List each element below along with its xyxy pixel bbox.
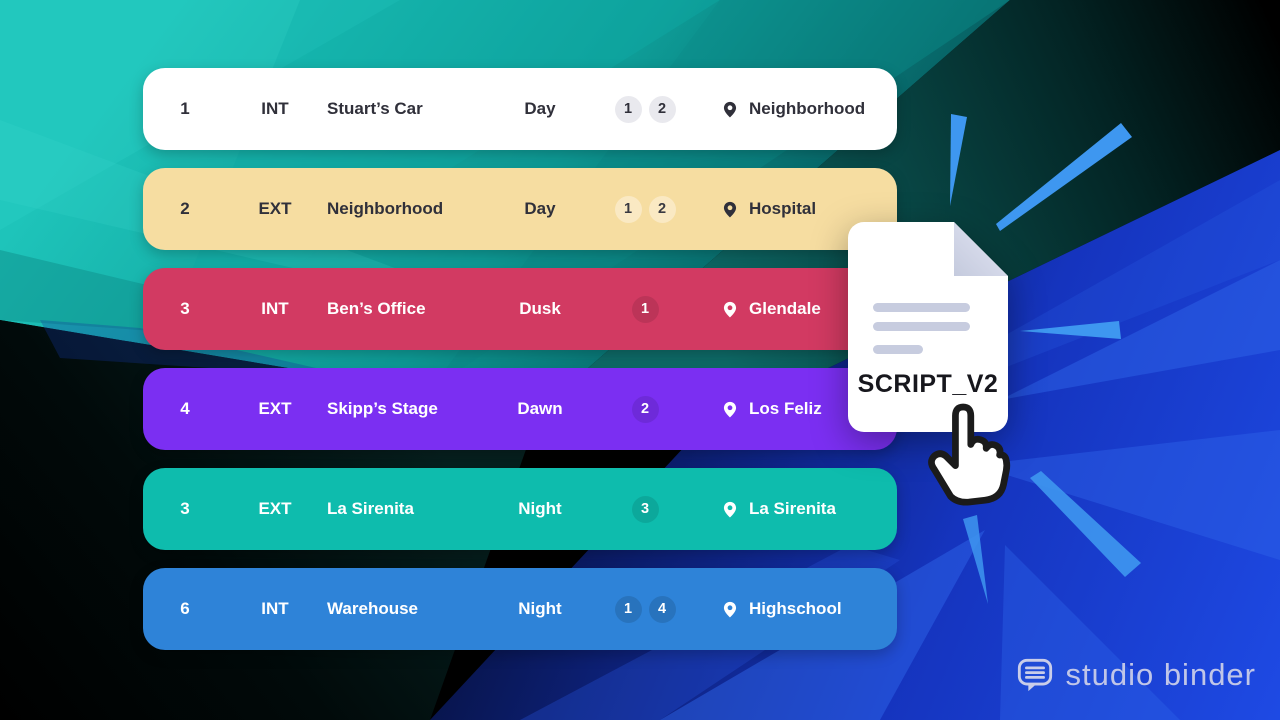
scene-time-of-day: Day <box>524 99 556 118</box>
studiobinder-chat-icon <box>1018 658 1053 692</box>
script-file-name: SCRIPT_V2 <box>857 370 999 398</box>
scene-name: Neighborhood <box>327 199 444 218</box>
scene-location-label: Hospital <box>749 199 817 218</box>
burst-ray <box>950 114 967 206</box>
script-file-card: SCRIPT_V2 <box>848 222 1008 432</box>
scene-number: 3 <box>180 299 190 318</box>
scene-name: Stuart’s Car <box>327 99 423 118</box>
scene-int-ext: INT <box>261 599 289 618</box>
cast-badges: 1 <box>595 295 695 323</box>
cast-badge[interactable]: 2 <box>631 395 659 423</box>
scene-location-label: Los Feliz <box>749 399 822 418</box>
scene-location-label: Highschool <box>749 599 842 618</box>
scene-name: Warehouse <box>327 599 419 618</box>
scene-location: Glendale <box>695 299 897 320</box>
scene-location-label: Neighborhood <box>749 99 866 118</box>
scene-int-ext: INT <box>261 299 289 318</box>
studiobinder-wordmark: studio binder <box>1065 657 1256 692</box>
scene-name: Ben’s Office <box>327 299 426 318</box>
scene-time-of-day: Day <box>524 199 556 218</box>
scene-strip[interactable]: 6 INT Warehouse Night 1 4 Highschool <box>143 568 897 650</box>
burst-ray <box>1020 321 1121 339</box>
scene-time-of-day: Dusk <box>519 299 561 318</box>
doc-text-line <box>873 303 970 312</box>
scene-int-ext: EXT <box>258 499 292 518</box>
cast-badges: 1 4 <box>595 595 695 623</box>
scene-location: La Sirenita <box>695 499 897 520</box>
scene-time-of-day: Night <box>518 599 562 618</box>
scene-time-of-day: Dawn <box>517 399 563 418</box>
scene-int-ext: INT <box>261 99 289 118</box>
doc-text-line <box>873 345 923 354</box>
script-file[interactable]: SCRIPT_V2 <box>848 222 1008 432</box>
burst-ray <box>1030 471 1141 577</box>
scene-number: 2 <box>180 199 190 218</box>
scene-strip[interactable]: 3 INT Ben’s Office Dusk 1 Glendale <box>143 268 897 350</box>
cast-badges: 3 <box>595 495 695 523</box>
cast-badges: 1 2 <box>595 95 695 123</box>
cast-badge[interactable]: 1 <box>614 595 642 623</box>
cast-badge[interactable]: 2 <box>648 95 676 123</box>
cast-badges: 1 2 <box>595 195 695 223</box>
scene-int-ext: EXT <box>258 399 292 418</box>
scene-name: Skipp’s Stage <box>327 399 438 418</box>
scene-strip-list: 1 INT Stuart’s Car Day 1 2 Neighborhood … <box>143 68 897 668</box>
cast-badges: 2 <box>595 395 695 423</box>
cast-badge[interactable]: 4 <box>648 595 676 623</box>
cast-badge[interactable]: 3 <box>631 495 659 523</box>
cast-badge[interactable]: 1 <box>631 295 659 323</box>
scene-time-of-day: Night <box>518 499 562 518</box>
hand-pointer-cursor <box>928 403 1011 506</box>
scene-number: 3 <box>180 499 190 518</box>
scene-number: 4 <box>180 399 190 418</box>
studiobinder-logo: studio binder <box>1016 656 1256 694</box>
location-pin-icon <box>723 401 737 417</box>
scene-strip[interactable]: 4 EXT Skipp’s Stage Dawn 2 Los Feliz <box>143 368 897 450</box>
location-pin-icon <box>723 501 737 517</box>
page-fold-corner <box>954 222 1008 276</box>
scene-location: Highschool <box>695 599 897 620</box>
scene-number: 6 <box>180 599 190 618</box>
cast-badge[interactable]: 1 <box>614 195 642 223</box>
cast-badge[interactable]: 1 <box>614 95 642 123</box>
location-pin-icon <box>723 201 737 217</box>
scene-location: Hospital <box>695 199 897 220</box>
burst-rays <box>950 114 1141 604</box>
scene-location: Neighborhood <box>695 99 897 120</box>
location-pin-icon <box>723 301 737 317</box>
scene-number: 1 <box>180 99 190 118</box>
scene-location-label: Glendale <box>749 299 821 318</box>
location-pin-icon <box>723 601 737 617</box>
scene-strip[interactable]: 1 INT Stuart’s Car Day 1 2 Neighborhood <box>143 68 897 150</box>
burst-ray <box>963 515 988 604</box>
scene-location-label: La Sirenita <box>749 499 836 518</box>
scene-int-ext: EXT <box>258 199 292 218</box>
cast-badge[interactable]: 2 <box>648 195 676 223</box>
scene-location: Los Feliz <box>695 399 897 420</box>
doc-text-line <box>873 322 970 331</box>
scene-strip[interactable]: 2 EXT Neighborhood Day 1 2 Hospital <box>143 168 897 250</box>
burst-ray <box>996 123 1132 231</box>
scene-strip[interactable]: 3 EXT La Sirenita Night 3 La Sirenita <box>143 468 897 550</box>
location-pin-icon <box>723 101 737 117</box>
scene-name: La Sirenita <box>327 499 414 518</box>
